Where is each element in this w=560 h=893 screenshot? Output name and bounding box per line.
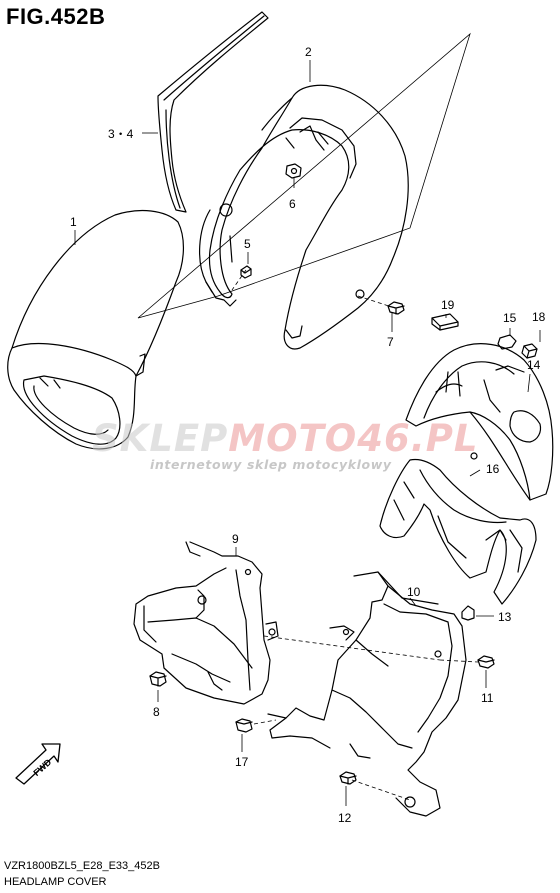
part-3-4-trim-strip [157,11,269,213]
model-code: VZR1800BZL5_E28_E33_452B [4,860,160,872]
watermark-brand: SKLEPMOTO46.PL [92,417,479,460]
callout-5: 5 [244,237,251,251]
callout-3-4: 3・4 [108,127,134,141]
callout-16: 16 [486,462,500,476]
callout-6: 6 [289,197,296,211]
callout-8: 8 [153,705,160,719]
part-7-screw [387,301,405,315]
part-2-upper-cowl [199,84,409,350]
callout-18: 18 [532,310,546,324]
part-5-screw [240,265,252,279]
watermark-tagline: internetowy sklep motocyklowy [150,457,392,472]
watermark-brand-part2: MOTO46.PL [228,417,479,460]
part-9-left-bracket [133,541,279,705]
part-1-headlamp-shell [7,209,184,450]
part-17-grommet [235,718,253,733]
callout-11: 11 [481,691,494,705]
callout-19: 19 [441,298,455,312]
part-10-right-bracket [267,571,467,817]
part-14-inner-shell [405,343,554,501]
part-19-pad [431,313,459,331]
callout-13: 13 [498,610,512,624]
watermark-brand-part1: SKLEP [92,417,229,460]
part-18-nut [521,343,538,359]
part-11-screw [477,655,495,669]
callout-2: 2 [305,45,312,59]
callout-1: 1 [70,215,77,229]
part-12-screw [339,771,357,785]
fwd-arrow-icon: FWD [15,743,61,785]
callout-7: 7 [387,335,394,349]
callout-9: 9 [232,532,239,546]
callout-12: 12 [338,811,352,825]
callout-10: 10 [407,585,421,599]
assembly-lines [74,32,541,806]
part-13-clip [461,605,475,621]
callout-15: 15 [503,311,517,325]
part-8-grommet [149,671,167,687]
callout-17: 17 [235,755,249,769]
callout-14: 14 [527,358,541,372]
figure-title: FIG.452B [6,4,106,29]
part-6-nut [285,163,302,179]
diagram-caption: HEADLAMP COVER [4,876,107,888]
part-16-under-panel [379,458,537,605]
